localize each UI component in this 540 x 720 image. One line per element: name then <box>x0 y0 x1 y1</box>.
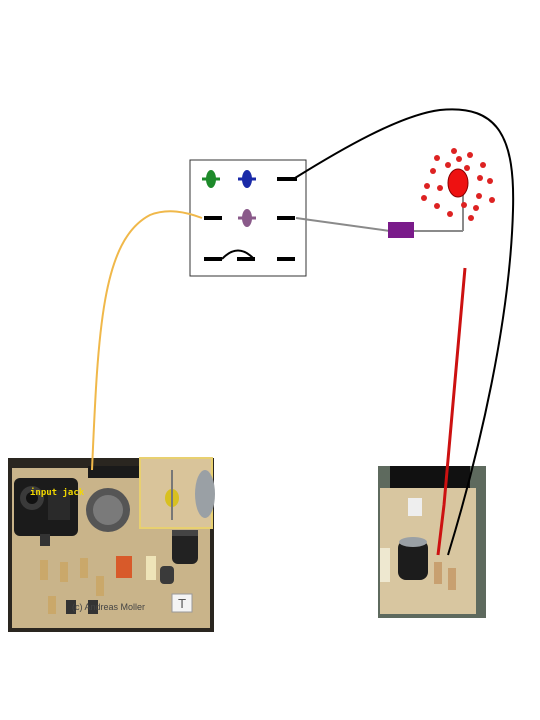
terminal-blue <box>238 170 256 188</box>
terminal-violet <box>238 209 256 227</box>
left-pcb-photo: input jack <box>8 457 215 632</box>
terminal-r2c3 <box>277 216 295 220</box>
right-pcb-header <box>380 548 390 582</box>
pcb-badge-text: T <box>177 597 186 611</box>
led-icon <box>421 148 495 221</box>
wire-yellow <box>91 210 203 471</box>
right-pcb-chip <box>408 498 422 516</box>
watermark-text: (c) Andreas Moller <box>72 602 145 612</box>
right-pcb-resistor-b <box>448 568 456 590</box>
input-jack-icon <box>14 478 78 536</box>
switch-icon <box>189 159 307 277</box>
terminal-green <box>202 170 220 188</box>
led-body <box>447 168 469 198</box>
terminal-r1c3 <box>277 177 297 181</box>
switch-jumper <box>221 249 255 260</box>
right-pcb-resistor-a <box>434 562 442 584</box>
right-capacitor-icon <box>398 537 428 580</box>
wire-black <box>294 108 515 556</box>
resistor-icon <box>388 222 414 238</box>
terminal-r3c2 <box>237 257 255 261</box>
led-glow <box>421 148 495 221</box>
terminal-r3c1 <box>204 257 222 261</box>
right-pcb-photo <box>378 466 486 618</box>
inset-photo <box>139 457 215 529</box>
wire-gray <box>295 217 391 232</box>
left-pcb-components <box>40 534 174 614</box>
right-pcb-connector <box>390 466 470 488</box>
capacitor-icon <box>172 530 198 564</box>
input-jack-label: input jack <box>30 487 85 498</box>
terminal-r3c3 <box>277 257 295 261</box>
terminal-r2c1 <box>204 216 222 220</box>
wire-red <box>436 267 467 556</box>
pcb-badge: T <box>171 593 193 613</box>
potentiometer-icon <box>86 466 140 532</box>
